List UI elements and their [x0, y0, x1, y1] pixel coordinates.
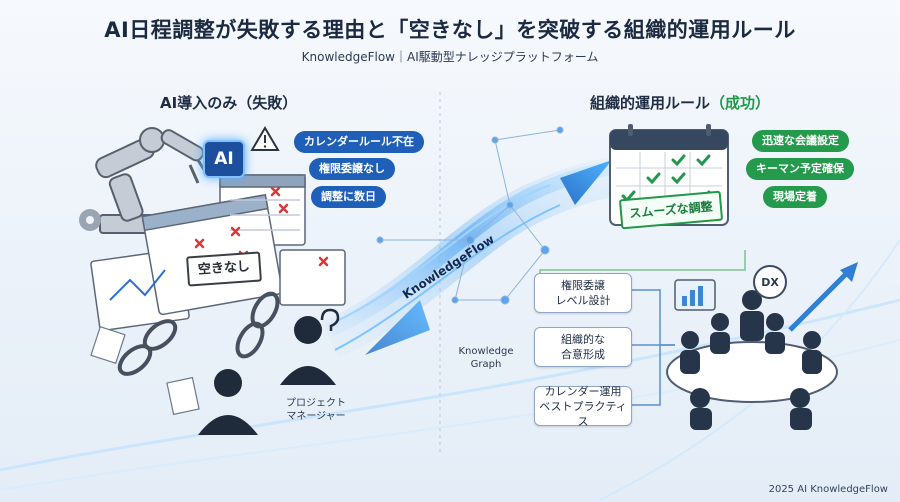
rule-box-delegation-levels: 権限委譲 レベル設計 — [534, 273, 632, 313]
success-heading-status: （成功） — [710, 94, 771, 112]
growth-arrow-icon — [788, 268, 852, 332]
problem-badge-no-calendar-rules: カレンダールール不在 — [294, 131, 424, 153]
result-badge-adoption: 現場定着 — [763, 186, 827, 208]
flow-arrow-top — [560, 160, 612, 205]
question-mark-icon — [320, 308, 340, 331]
result-badge-fast-meeting: 迅速な会議設定 — [752, 130, 849, 152]
no-availability-stamp: 空きなし — [186, 251, 262, 287]
project-manager-label: プロジェクト マネージャー — [286, 398, 346, 422]
ai-badge: AI — [203, 140, 245, 178]
broken-chain-illustration — [117, 291, 280, 376]
problem-badge-days-to-adjust: 調整に数日 — [311, 186, 386, 208]
failed-calendars — [90, 174, 346, 332]
meeting-team-illustration — [666, 262, 858, 430]
knowledge-graph-label: Knowledge Graph — [458, 346, 514, 370]
page-title: AI日程調整が失敗する理由と「空きなし」を突破する組織的運用ルール — [104, 18, 796, 42]
paper-documents — [90, 325, 200, 416]
gear-icon — [79, 209, 101, 231]
failure-heading: AI導入のみ（失敗） — [160, 94, 298, 112]
dx-label: DX — [761, 276, 779, 289]
dx-gear-icon — [753, 265, 787, 299]
knowledge-graph-network — [376, 126, 564, 305]
warning-icon — [250, 126, 280, 151]
result-badge-keyman-schedule: キーマン予定確保 — [746, 158, 854, 180]
success-heading: 組織的運用ルール（成功） — [590, 92, 770, 113]
stressed-people — [198, 316, 336, 435]
page-subtitle: KnowledgeFlow｜AI駆動型ナレッジプラットフォーム — [301, 50, 599, 64]
flow-arrow-bottom — [365, 300, 430, 355]
copyright: 2025 AI KnowledgeFlow — [768, 484, 888, 495]
success-heading-main: 組織的運用ルール — [590, 94, 711, 112]
rule-box-calendar-best-practice: カレンダー運用 ベストプラクティス — [534, 385, 632, 428]
rule-box-consensus: 組織的な 合意形成 — [534, 327, 632, 367]
problem-badge-no-delegation: 権限委譲なし — [309, 158, 395, 180]
